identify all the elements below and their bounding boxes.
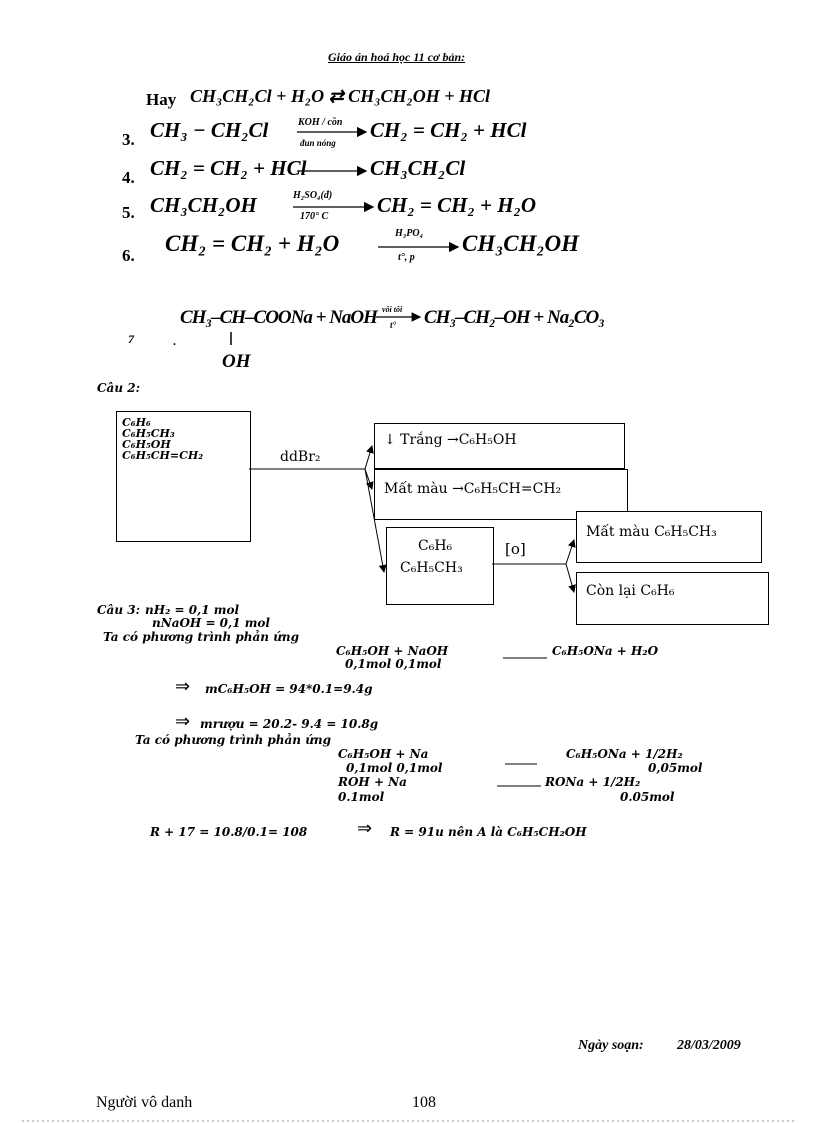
cau3-eq1-moles: 0,1mol 0,1mol xyxy=(345,657,442,671)
cau3-mass-1: mC₆H₅OH = 94*0.1=9.4g xyxy=(205,682,373,696)
implies-icon-2: ⇒ xyxy=(175,711,191,731)
result-2-text: Mất màu →C₆H₅CH=CH₂ xyxy=(384,481,562,497)
reaction-5-left: CH₃CH₂OH xyxy=(150,193,257,217)
cau3-eq1-right: C₆H₅ONa + H₂O xyxy=(552,644,659,658)
substance-2: C₆H₅CH₃ xyxy=(122,427,175,440)
oxidant-label: [o] xyxy=(505,540,526,558)
reaction-6-condition-bottom: t°, p xyxy=(398,252,415,263)
reaction-3-condition-bottom: đun nóng xyxy=(300,138,336,148)
substance-4: C₆H₅CH=CH₂ xyxy=(122,449,204,462)
page-header: Giáo án hoá học 11 cơ bản: xyxy=(328,50,466,64)
cau2-title: Câu 2: xyxy=(97,381,141,395)
reaction-7-condition-bottom: t° xyxy=(390,320,397,330)
cau3-line1: nH₂ = 0,1 mol xyxy=(145,603,240,617)
reaction-6-number: 6. xyxy=(122,246,135,265)
footer-page-number: 108 xyxy=(412,1094,436,1111)
result-box-4 xyxy=(576,572,769,625)
reaction-3-left: CH₃ − CH₂Cl xyxy=(150,118,269,142)
cau3-line2: nNaOH = 0,1 mol xyxy=(152,616,270,630)
cau3-eq3-moles-right: 0.05mol xyxy=(620,790,675,804)
cau3-eq2-moles-left: 0,1mol 0,1mol xyxy=(346,761,443,775)
reaction-7-dot: . xyxy=(173,334,176,348)
reagent-label: ddBr₂ xyxy=(280,449,321,465)
cau3-eq2-left: C₆H₅OH + Na xyxy=(338,747,429,761)
reaction-3-right: CH₂ = CH₂ + HCl xyxy=(370,118,527,142)
reaction-5-number: 5. xyxy=(122,203,135,222)
cau3-eq2-moles-right: 0,05mol xyxy=(648,761,703,775)
cau3-intro-1: Ta có phương trình phản ứng xyxy=(103,630,300,644)
cau3-eq1-left: C₆H₅OH + NaOH xyxy=(336,644,449,658)
cau3-eq3-moles-left: 0.1mol xyxy=(338,790,385,804)
reaction-6-condition-top: H₃PO₄ xyxy=(395,228,424,239)
date-label: Ngày soạn: xyxy=(578,1038,644,1053)
reaction-4-number: 4. xyxy=(122,168,135,187)
cau3-eq3-left: ROH + Na xyxy=(338,775,407,789)
hay-equation: CH₃CH₂Cl + H₂O ⇄ CH₃CH₂OH + HCl xyxy=(190,86,491,106)
footer-author: Người vô danh xyxy=(96,1094,193,1111)
reaction-7-condition-top: vôi tôi xyxy=(382,305,403,314)
reaction-5-condition-bottom: 170° C xyxy=(300,211,329,222)
result-box-1 xyxy=(374,423,625,469)
implies-icon-3: ⇒ xyxy=(357,818,373,838)
result-3-text: Mất màu C₆H₅CH₃ xyxy=(586,524,717,540)
reaction-6-right: CH₃CH₂OH xyxy=(462,231,579,256)
reaction-7-branch: OH xyxy=(222,351,251,372)
result-box-3 xyxy=(576,511,762,563)
reaction-4-left: CH₂ = CH₂ + HCl xyxy=(150,156,307,180)
result-4-text: Còn lại C₆H₆ xyxy=(586,583,675,599)
reaction-7-right: CH₃–CH₂–OH + Na₂CO₃ xyxy=(424,307,605,328)
implies-icon-1: ⇒ xyxy=(175,676,191,696)
cau3-eq3-right: RONa + 1/2H₂ xyxy=(545,775,641,789)
reaction-6-left: CH₂ = CH₂ + H₂O xyxy=(165,231,340,256)
cau3-intro-2: Ta có phương trình phản ứng xyxy=(135,733,332,747)
cau3-title: Câu 3: xyxy=(97,603,141,617)
reaction-4-right: CH₃CH₂Cl xyxy=(370,156,466,180)
reaction-7-number: 7 xyxy=(128,332,134,346)
reaction-3-condition-top: KOH / cồn xyxy=(298,117,343,128)
reaction-7-left: CH₃–CH–COONa + NaOH xyxy=(180,307,378,328)
substances-box xyxy=(116,411,251,542)
substance-3: C₆H₅OH xyxy=(122,438,171,451)
reaction-3-number: 3. xyxy=(122,130,135,149)
date-value: 28/03/2009 xyxy=(677,1038,741,1053)
remaining-1: C₆H₆ xyxy=(418,538,453,554)
reaction-5-condition-top: H₂SO₄(đ) xyxy=(293,190,333,201)
cau3-eq2-right: C₆H₅ONa + 1/2H₂ xyxy=(566,747,683,761)
hay-label: Hay xyxy=(146,90,177,109)
cau3-final-right: R = 91u nên A là C₆H₅CH₂OH xyxy=(390,825,587,839)
cau3-final-left: R + 17 = 10.8/0.1= 108 xyxy=(150,825,308,839)
cau3-mass-2: mrượu = 20.2- 9.4 = 10.8g xyxy=(200,717,379,731)
substance-1: C₆H₆ xyxy=(122,416,151,429)
reaction-5-right: CH₂ = CH₂ + H₂O xyxy=(377,193,537,217)
remaining-2: C₆H₅CH₃ xyxy=(400,560,463,576)
remaining-box xyxy=(386,527,494,605)
result-1-text: ↓ Trắng →C₆H₅OH xyxy=(384,432,517,448)
